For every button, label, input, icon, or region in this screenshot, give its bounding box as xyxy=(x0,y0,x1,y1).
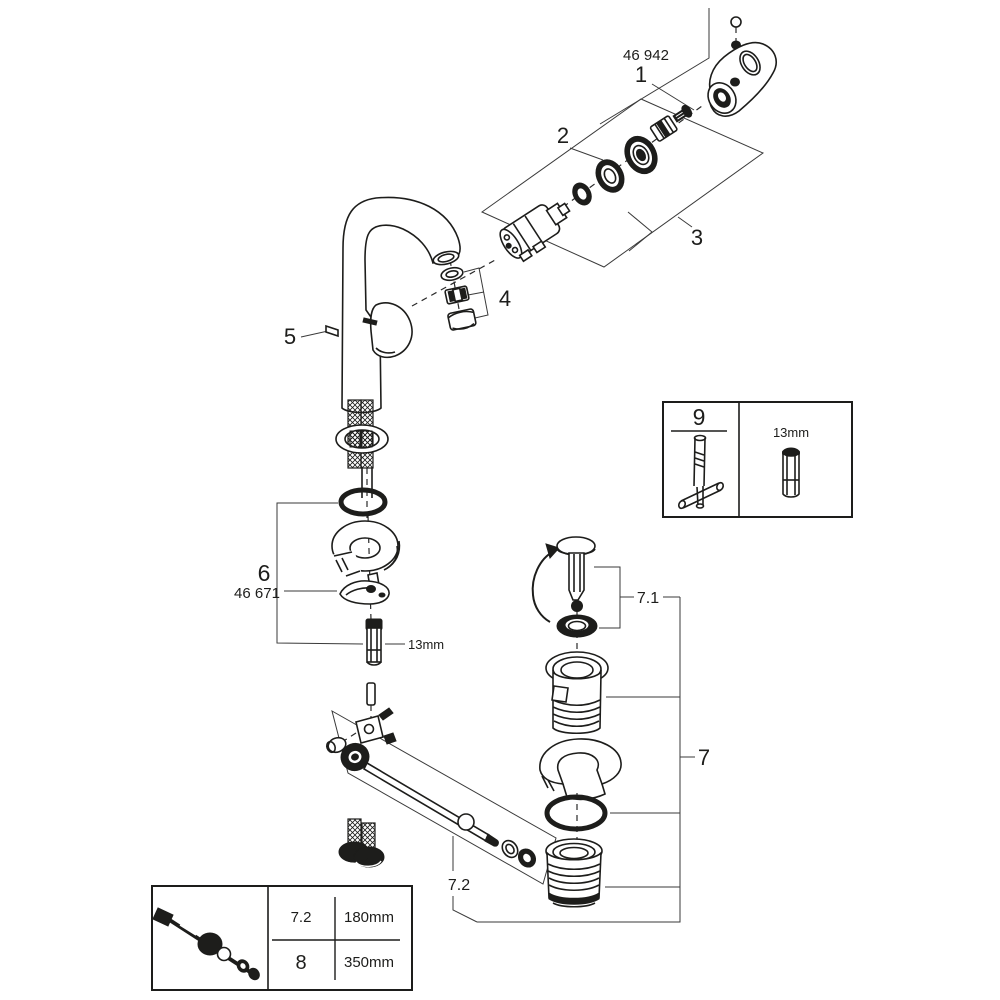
part7-2-label: 7.2 xyxy=(448,877,470,894)
pivot-clamp-block xyxy=(355,707,397,745)
handle-screw xyxy=(672,104,693,123)
aerator-housing xyxy=(447,308,477,331)
escutcheon-ring xyxy=(595,159,625,193)
part5-label: 5 xyxy=(284,324,296,349)
leader-part2 xyxy=(569,147,604,161)
o-ring-base xyxy=(338,487,388,517)
bracket-part7-1 xyxy=(594,566,680,629)
bracket-part7 xyxy=(477,597,695,923)
rod-o-ring xyxy=(501,839,519,859)
pivot-seal-ring xyxy=(340,742,370,772)
horseshoe-washer xyxy=(326,520,401,582)
supply-hoses xyxy=(335,399,389,498)
part4-label: 4 xyxy=(499,286,511,311)
handle-nut xyxy=(730,77,740,87)
part7-1-label: 7.1 xyxy=(637,590,659,607)
leader-part5 xyxy=(300,330,329,338)
tool-socket-size-label: 13mm xyxy=(773,425,809,440)
part1-label: 1 xyxy=(635,62,647,87)
lever-handle xyxy=(707,41,777,117)
tool-inset-box xyxy=(662,401,853,518)
temp-indicator xyxy=(362,317,378,326)
part7-label: 7 xyxy=(698,745,710,770)
socket-wrench-tool xyxy=(677,434,725,510)
popup-plug xyxy=(556,536,596,612)
drain-o-ring xyxy=(544,794,608,832)
part6-code-label: 46 671 xyxy=(234,585,280,602)
bracket-part1 xyxy=(599,8,710,125)
cartridge-o-ring xyxy=(572,182,592,206)
bracket-part3 xyxy=(480,98,765,268)
table-row1-length: 180mm xyxy=(344,909,394,926)
drain-flange-body xyxy=(545,651,609,735)
plug-ball xyxy=(571,600,583,612)
pivot-nut xyxy=(325,736,347,754)
part6-label: 6 xyxy=(258,560,271,586)
rotation-arrow xyxy=(531,543,560,623)
rod-thumbnail xyxy=(152,907,260,981)
drain-lower-body xyxy=(545,838,603,908)
pivot-rod xyxy=(362,761,499,847)
socket-insert-13mm xyxy=(782,447,800,498)
lever-pin xyxy=(325,324,339,338)
stud-wrench-size-label: 13mm xyxy=(408,637,444,652)
cartridge xyxy=(499,202,571,263)
part2-label: 2 xyxy=(557,123,569,148)
threaded-stud xyxy=(365,618,383,666)
wedge-washer xyxy=(539,738,622,801)
bracket-part6 xyxy=(276,502,405,645)
part3-label: 3 xyxy=(691,225,703,250)
aerator-insert xyxy=(444,285,470,305)
rod-seal-ring xyxy=(517,848,537,868)
pivot-pin xyxy=(366,682,376,706)
bracket-part4 xyxy=(463,267,489,319)
table-row1-ref: 7.2 xyxy=(291,909,312,926)
cap-ring xyxy=(624,135,658,175)
adapter-nut xyxy=(649,115,678,142)
faucet-body xyxy=(325,196,461,414)
mounting-bolts xyxy=(338,818,385,868)
aerator-washer xyxy=(440,266,464,282)
mounting-clamp xyxy=(339,572,390,605)
plug-seal-ring xyxy=(556,614,598,638)
axis-dash-aerator xyxy=(449,259,460,310)
clamp-screw xyxy=(378,707,394,721)
rod-ball xyxy=(457,813,475,831)
axis-dash-cartridge-handle xyxy=(562,105,703,208)
table-row2-ref: 8 xyxy=(295,952,306,974)
part1-code-label: 46 942 xyxy=(623,47,669,64)
part9-label: 9 xyxy=(693,404,706,430)
table-row2-length: 350mm xyxy=(344,954,394,971)
rod-tip xyxy=(484,833,499,847)
clamp-nut xyxy=(383,732,397,745)
size-table-box xyxy=(151,885,413,991)
